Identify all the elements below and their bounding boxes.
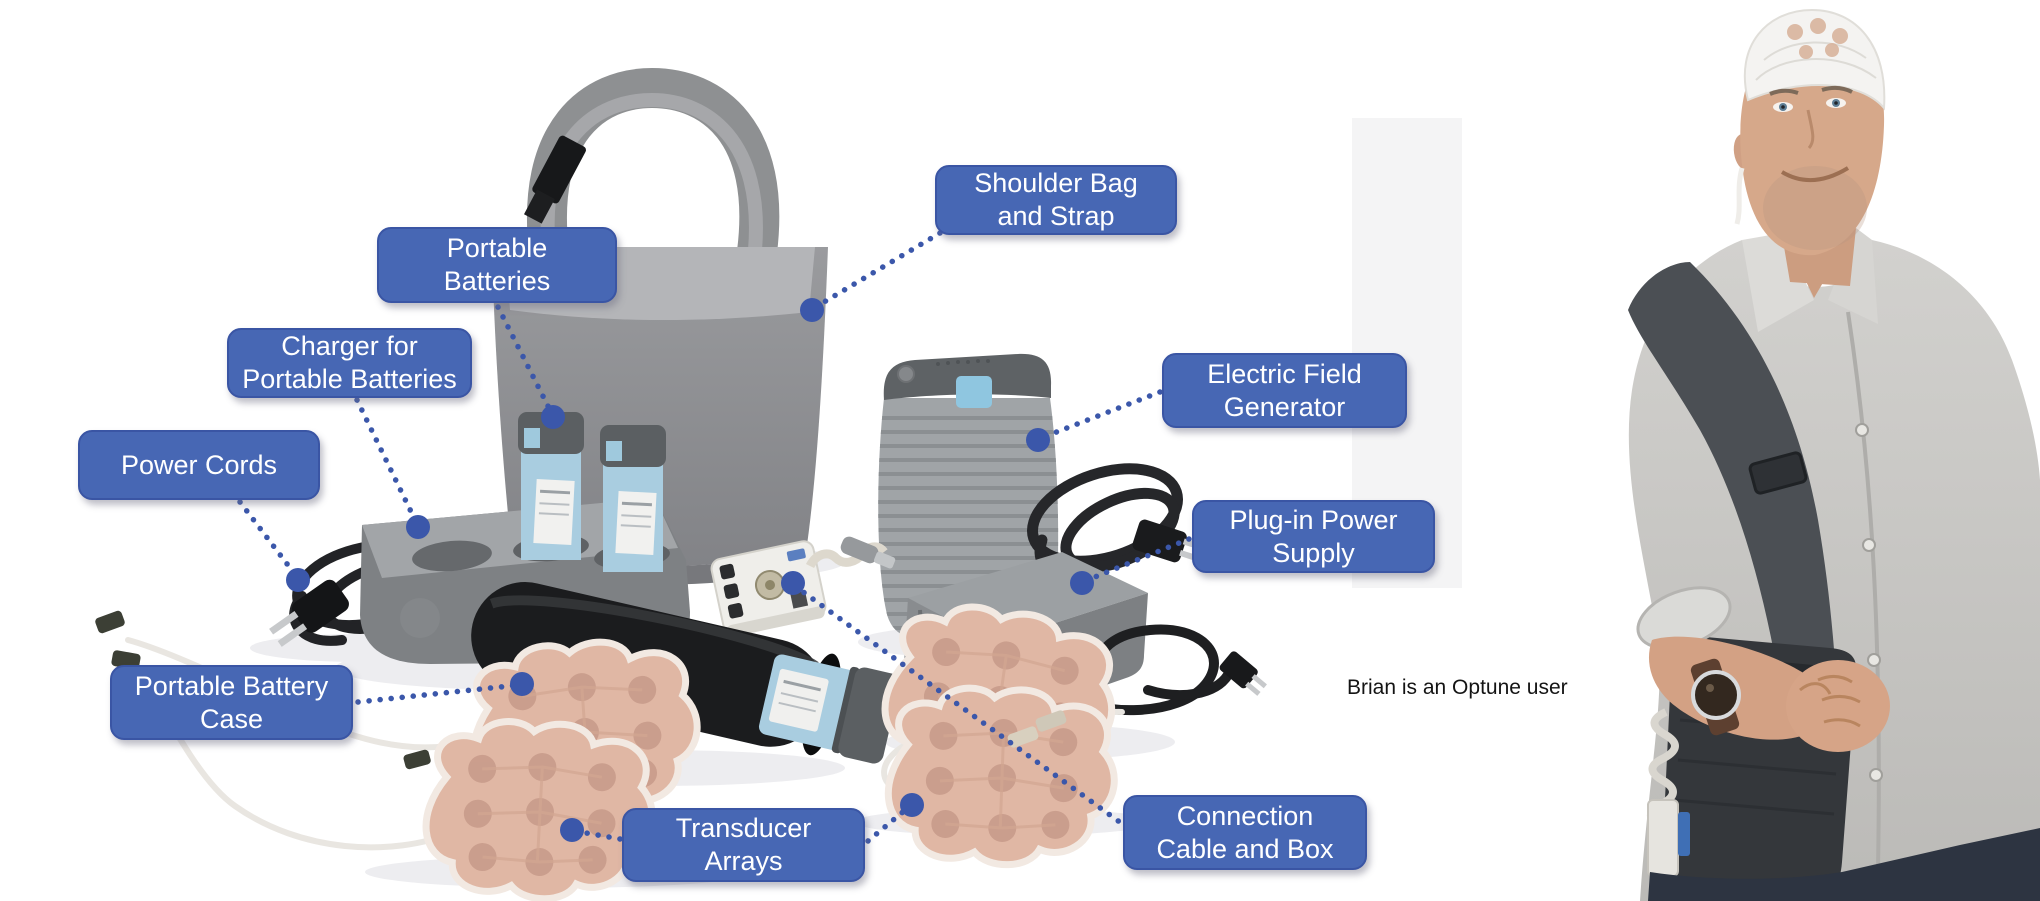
callout-portable-battery-case: Portable Battery Case xyxy=(110,665,353,740)
callout-line: Generator xyxy=(1223,391,1346,422)
leader-shoulder-bag xyxy=(811,230,943,311)
leader-portable-battery-case xyxy=(355,682,522,705)
leader-plug-in-power-supply xyxy=(1082,536,1192,584)
generator-button xyxy=(956,376,992,408)
smile xyxy=(1780,166,1850,183)
leader-electric-field-generator xyxy=(1038,389,1163,441)
leader-charger xyxy=(354,397,420,527)
callout-line: Portable Battery xyxy=(134,670,329,701)
eyes xyxy=(1773,98,1846,112)
callout-line: Arrays xyxy=(704,846,783,876)
callout-shoulder-bag: Shoulder Bag and Strap xyxy=(935,165,1177,235)
leader-dots xyxy=(286,298,1094,842)
callout-plug-in-power-supply: Plug-in Power Supply xyxy=(1192,500,1435,573)
callout-line: Charger for xyxy=(281,331,418,362)
battery-1 xyxy=(518,412,584,560)
callout-line: Cable and Box xyxy=(1156,833,1334,864)
callout-line: and Strap xyxy=(997,201,1115,231)
leader-transducer-left xyxy=(572,828,623,842)
leader-portable-batteries xyxy=(495,304,555,417)
power-plug xyxy=(269,579,349,647)
callout-line: Power Cords xyxy=(120,449,278,480)
callout-power-cords: Power Cords xyxy=(78,430,320,500)
portable-batteries-photo xyxy=(518,412,666,572)
callout-line: Batteries xyxy=(443,266,551,296)
callout-electric-field-generator: Electric Field Generator xyxy=(1162,353,1407,428)
callout-line: Portable xyxy=(446,233,548,264)
callout-charger: Charger for Portable Batteries xyxy=(227,328,472,398)
callout-transducer-arrays: Transducer Arrays xyxy=(622,808,865,882)
leader-lines xyxy=(237,230,1192,844)
callout-portable-batteries: Portable Batteries xyxy=(377,227,617,303)
transducer-arrays-photo xyxy=(95,596,1123,901)
bag-buckle xyxy=(523,135,586,224)
jeans xyxy=(1648,828,2040,901)
fist xyxy=(1786,660,1890,752)
callout-line: Plug-in Power xyxy=(1229,504,1398,535)
callout-connection-cable-box: Connection Cable and Box xyxy=(1123,795,1367,870)
battery-2 xyxy=(600,425,666,572)
callout-line: Shoulder Bag xyxy=(974,168,1138,199)
callout-line: Electric Field xyxy=(1207,358,1362,389)
callout-line: Supply xyxy=(1272,537,1355,568)
bag-strap xyxy=(1628,262,1838,740)
head xyxy=(1733,8,1886,286)
leader-connection-cable-box xyxy=(792,583,1124,826)
brian-photo xyxy=(1352,8,2040,901)
callout-line: Connection xyxy=(1176,800,1314,831)
callout-line: Transducer xyxy=(675,813,812,844)
connection-cable-box-photo xyxy=(710,536,896,637)
wrist-watch xyxy=(1690,658,1741,736)
caption-brian: Brian is an Optune user xyxy=(1347,676,1568,699)
callout-line: Case xyxy=(199,703,264,734)
callout-line: Portable Batteries xyxy=(242,364,457,394)
cap-wire xyxy=(1734,167,1745,225)
leader-power-cords xyxy=(237,499,300,580)
